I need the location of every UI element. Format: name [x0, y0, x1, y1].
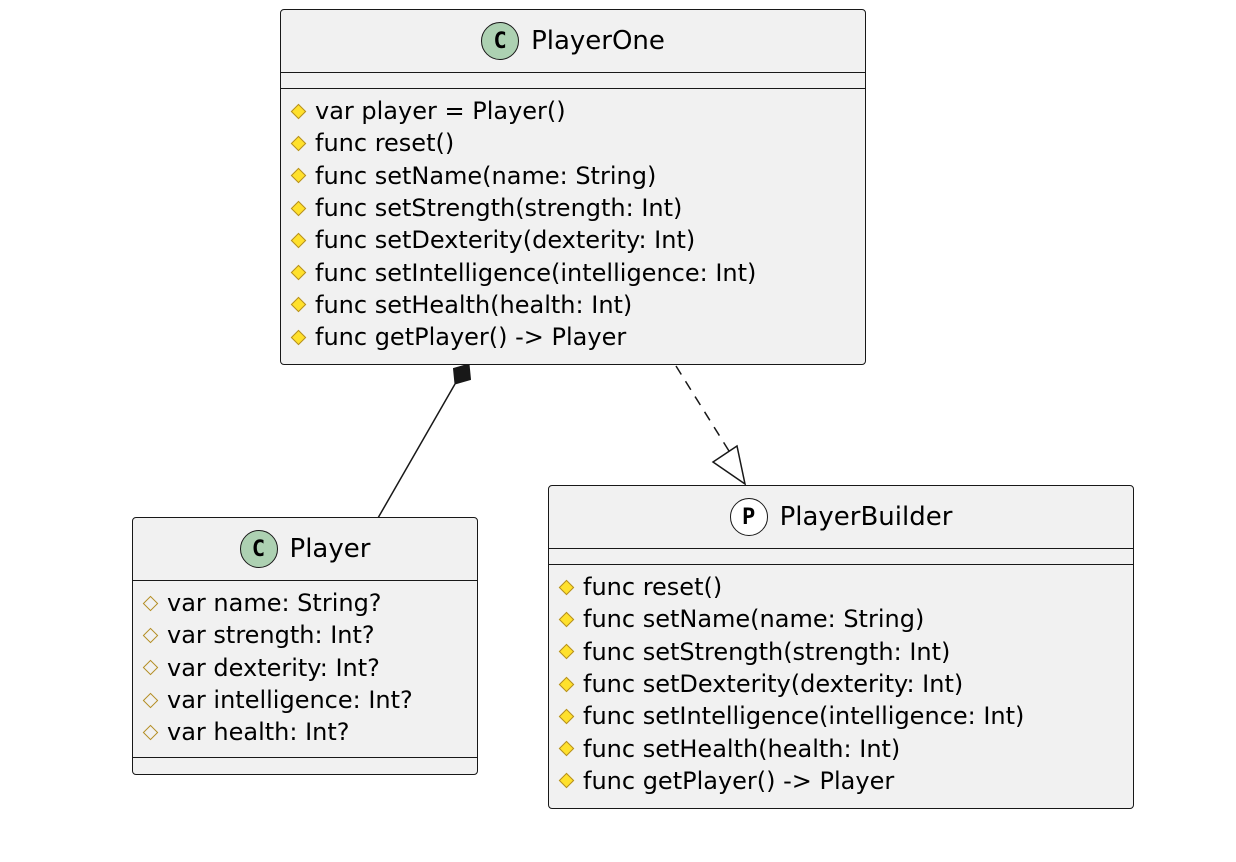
class-header: C Player — [133, 518, 477, 580]
realization-arrowhead-icon — [711, 444, 747, 486]
composition-diamond-icon — [452, 363, 472, 385]
protected-method-icon — [290, 167, 307, 184]
protected-method-icon — [558, 611, 575, 628]
class-box-playerbuilder[interactable]: P PlayerBuilder func reset() func setNam… — [548, 485, 1134, 809]
protected-method-icon — [290, 329, 307, 345]
fields-compartment — [549, 549, 1133, 564]
class-name: PlayerBuilder — [779, 502, 953, 532]
protected-method-icon — [290, 297, 307, 313]
fields-divider — [133, 757, 477, 758]
member-item: var strength: Int? — [142, 619, 477, 651]
member-item: var player = Player() — [290, 95, 865, 127]
member-item: var intelligence: Int? — [142, 684, 477, 716]
class-box-playerone[interactable]: C PlayerOne var player = Player() func r… — [280, 9, 866, 365]
protected-method-icon — [558, 643, 575, 660]
realization-line — [675, 365, 730, 452]
fields-compartment: var name: String? var strength: Int? var… — [133, 581, 477, 757]
member-item: var health: Int? — [142, 716, 477, 748]
member-item: func setIntelligence(intelligence: Int) — [290, 256, 865, 288]
methods-compartment: func reset() func setName(name: String) … — [549, 565, 1133, 797]
member-item: func setHealth(health: Int) — [290, 289, 865, 321]
protected-field-icon — [142, 659, 159, 676]
class-badge-icon: C — [481, 22, 520, 60]
member-item: func setName(name: String) — [558, 603, 1133, 635]
methods-compartment: var player = Player() func reset() func … — [281, 89, 865, 353]
member-item: func reset() — [558, 571, 1133, 603]
member-item: func getPlayer() -> Player — [290, 321, 865, 353]
header-divider — [281, 72, 865, 73]
protected-field-icon — [142, 595, 159, 611]
member-item: func setStrength(strength: Int) — [558, 636, 1133, 668]
member-item: func getPlayer() -> Player — [558, 765, 1133, 797]
member-item: func setIntelligence(intelligence: Int) — [558, 700, 1133, 732]
class-box-player[interactable]: C Player var name: String? var strength:… — [132, 517, 478, 775]
composition-line — [377, 383, 456, 519]
member-item: func setStrength(strength: Int) — [290, 192, 865, 224]
protected-field-icon — [142, 627, 159, 644]
protected-method-icon — [558, 740, 575, 757]
member-item: var name: String? — [142, 587, 477, 619]
header-divider — [549, 548, 1133, 549]
protected-method-icon — [558, 773, 575, 789]
protocol-badge-icon: P — [729, 498, 768, 536]
class-badge-icon: C — [239, 530, 278, 568]
member-item: func setDexterity(dexterity: Int) — [290, 224, 865, 256]
protected-method-icon — [558, 676, 575, 692]
member-item: func reset() — [290, 127, 865, 159]
class-header: P PlayerBuilder — [549, 486, 1133, 548]
fields-divider — [281, 88, 865, 89]
member-item: func setName(name: String) — [290, 160, 865, 192]
protected-method-icon — [290, 200, 307, 216]
protected-method-icon — [290, 232, 307, 249]
protected-method-icon — [558, 708, 575, 725]
protected-method-icon — [290, 135, 307, 152]
protected-method-icon — [558, 579, 575, 595]
protected-method-icon — [290, 103, 307, 119]
fields-compartment — [281, 73, 865, 88]
member-item: func setDexterity(dexterity: Int) — [558, 668, 1133, 700]
fields-divider — [549, 564, 1133, 565]
class-header: C PlayerOne — [281, 10, 865, 72]
protected-field-icon — [142, 692, 159, 708]
protected-field-icon — [142, 724, 159, 741]
class-name: PlayerOne — [531, 26, 665, 56]
protected-method-icon — [290, 264, 307, 281]
class-name: Player — [289, 534, 371, 564]
member-item: var dexterity: Int? — [142, 652, 477, 684]
member-item: func setHealth(health: Int) — [558, 732, 1133, 764]
header-divider — [133, 580, 477, 581]
